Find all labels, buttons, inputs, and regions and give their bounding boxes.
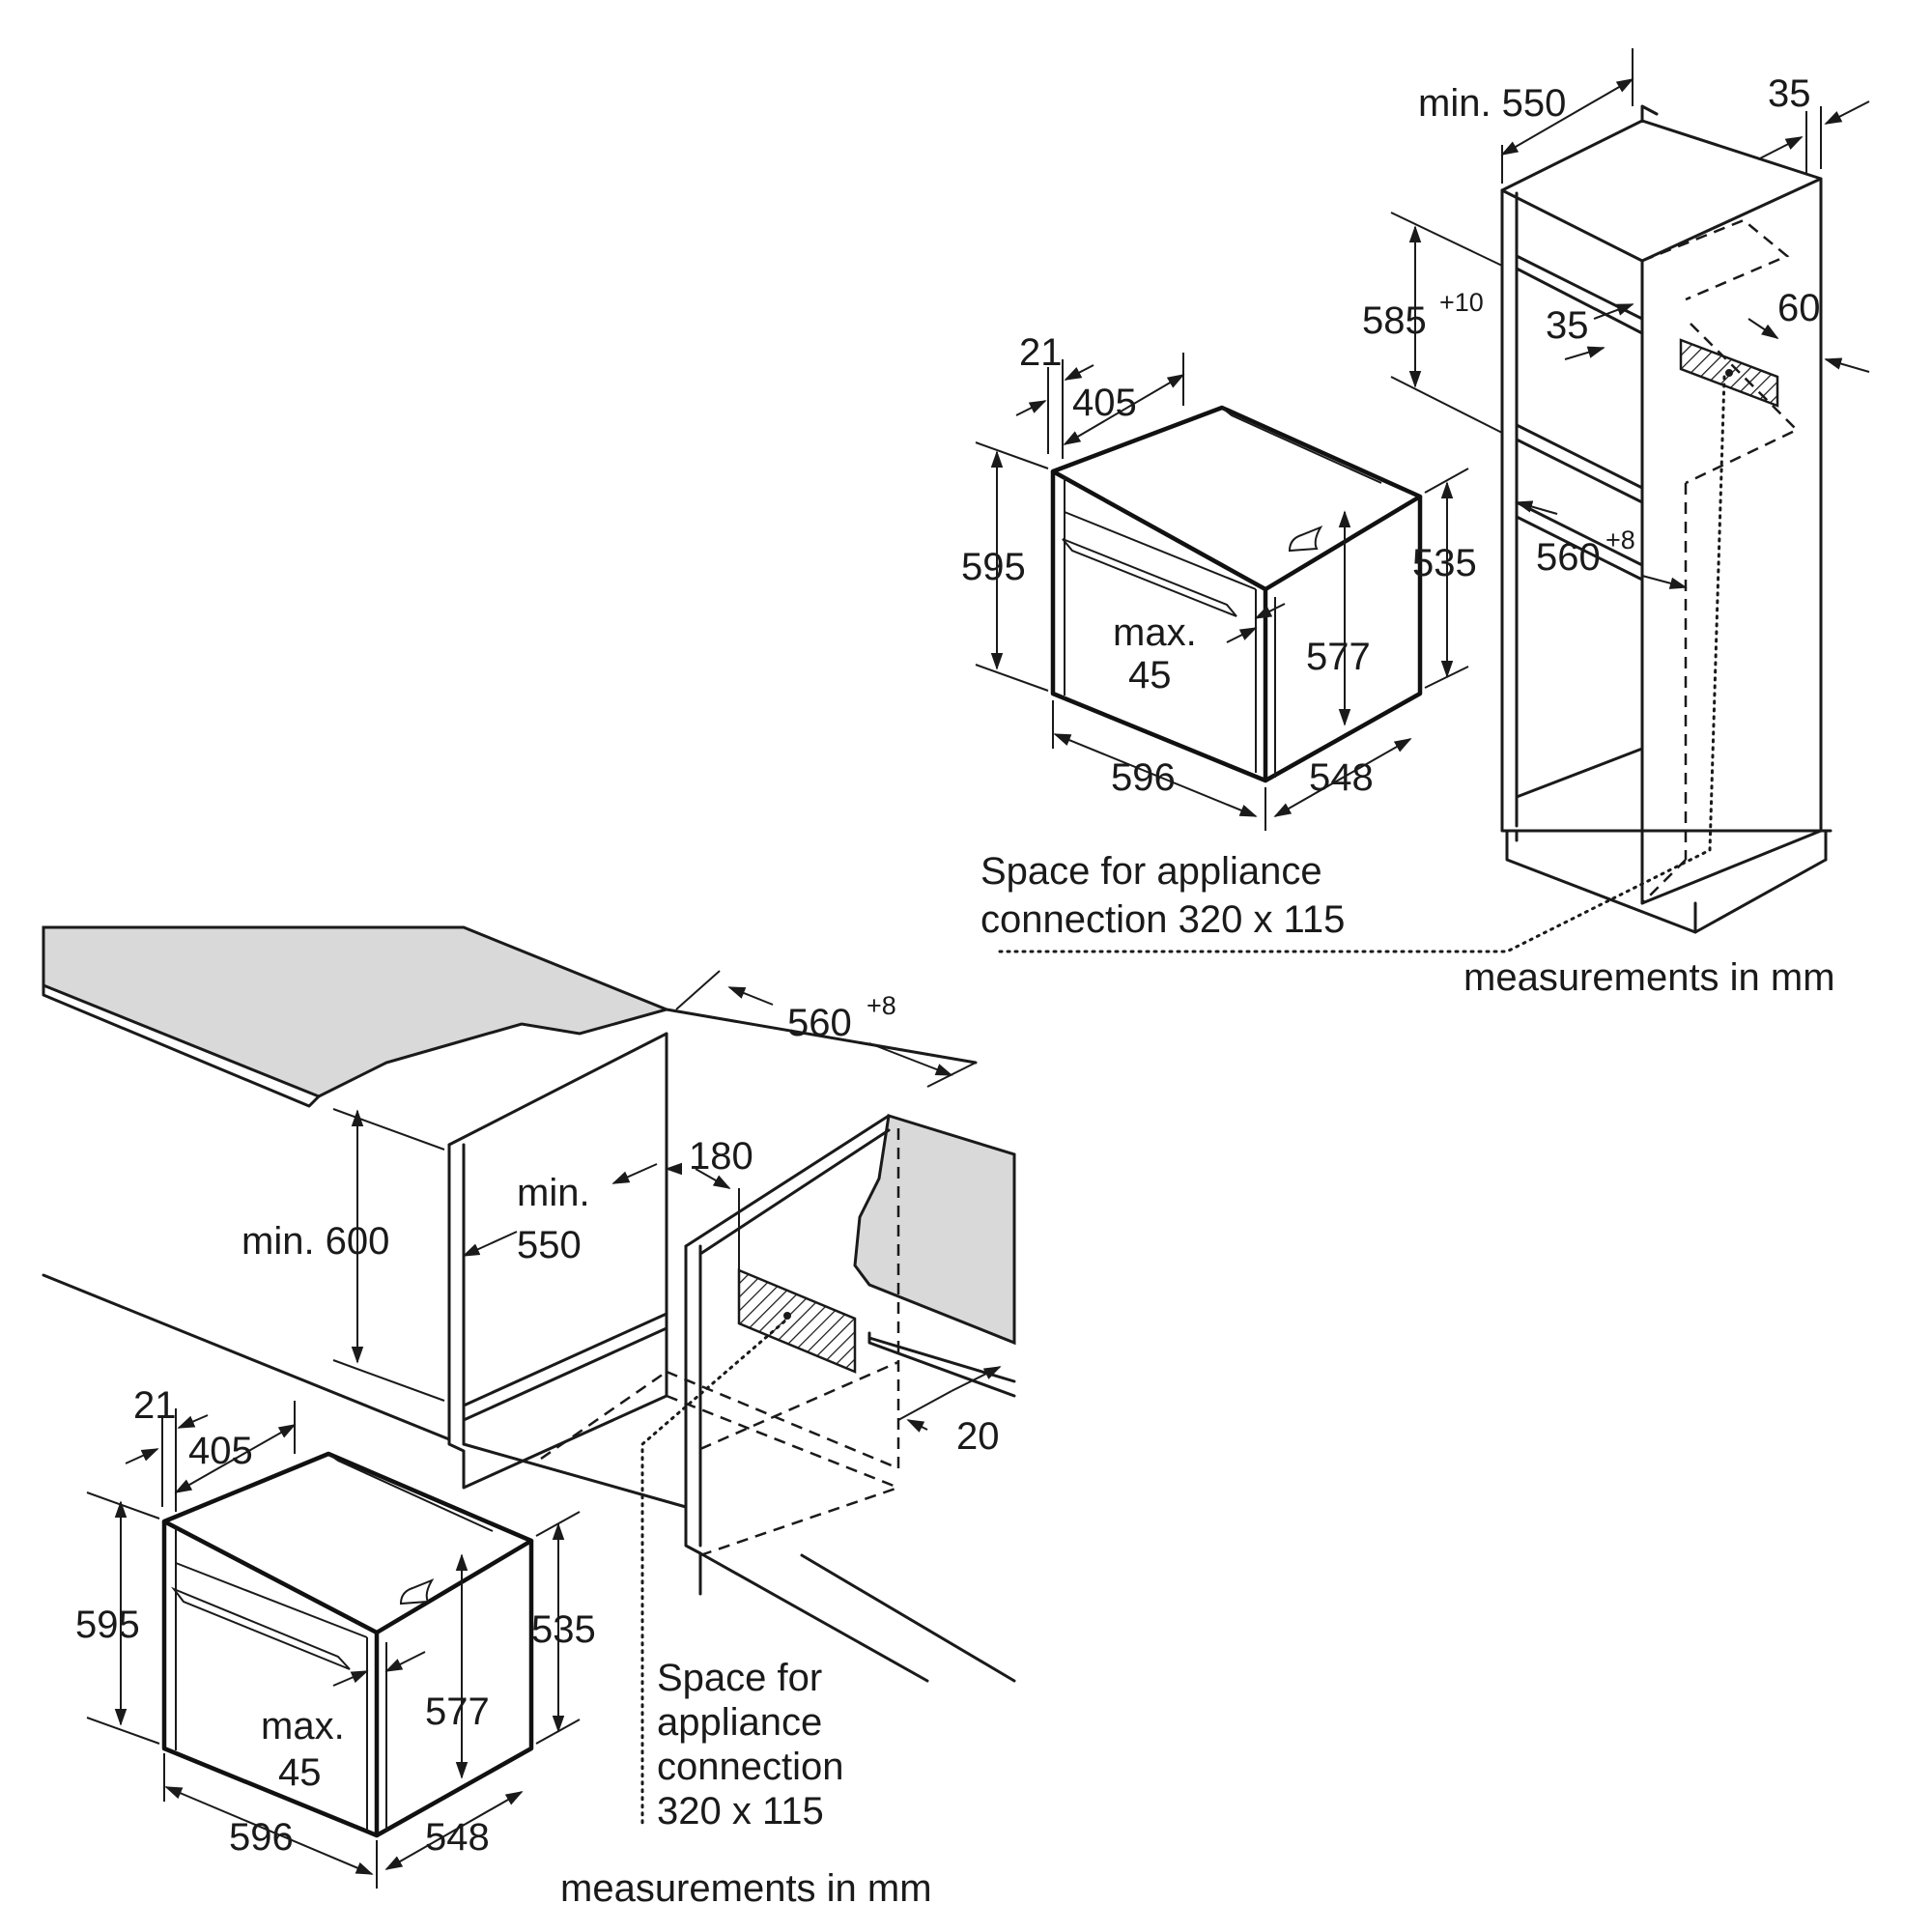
bottom-oven-max-label: max. [261, 1705, 345, 1747]
bottom-oven-door-label: 21 [133, 1384, 177, 1427]
counter-connection-label-line-4: 320 x 115 [657, 1790, 824, 1833]
counter-min-depth-value: 550 [517, 1224, 582, 1266]
bottom-oven-width-label: 596 [229, 1816, 294, 1859]
tall-niche-width-tolerance: +8 [1605, 526, 1635, 554]
counter-cabinet-dimensions [332, 970, 1002, 1433]
top-oven-dimensions [975, 353, 1469, 831]
top-oven-door-label: 21 [1019, 331, 1063, 374]
tall-niche-height-tolerance: +10 [1439, 288, 1484, 317]
counter-niche-width-tolerance: +8 [867, 991, 896, 1020]
tall-back-gap-label: 60 [1777, 287, 1821, 329]
bottom-oven [161, 1451, 534, 1838]
tall-niche-depth-label: min. 550 [1418, 82, 1566, 125]
tall-connection-label-line-1: Space for appliance [980, 850, 1322, 893]
bottom-oven-inner-height-label: 577 [425, 1690, 490, 1733]
tall-side-panel-label: 35 [1768, 72, 1811, 115]
counter-cutout-label: 180 [689, 1135, 753, 1178]
counter-cabinet-labels: 560 +8 min. 600 min. 550 180 20 Space fo… [242, 991, 1000, 1910]
bottom-oven-labels: 21 405 595 535 577 max. 45 596 548 [75, 1384, 596, 1859]
top-oven-width-label: 596 [1111, 756, 1176, 799]
top-oven-front-gap-label: 405 [1072, 382, 1137, 424]
counter-cabinet [42, 925, 1016, 1828]
top-oven-body-height-label: 535 [1412, 542, 1477, 584]
tall-cabinet [993, 104, 1833, 953]
counter-niche-width-label: 560 [787, 1002, 852, 1044]
tall-niche-width-label: 560 [1536, 536, 1601, 579]
bottom-oven-body-height-label: 535 [531, 1608, 596, 1651]
bottom-oven-dimensions [86, 1401, 581, 1889]
top-oven [1050, 405, 1423, 783]
top-oven-max-label: max. [1113, 611, 1197, 654]
top-oven-labels: 21 405 595 535 577 max. 45 596 548 [961, 331, 1477, 799]
tall-units-label: measurements in mm [1463, 956, 1835, 999]
tall-connection-label-line-2: connection 320 x 115 [980, 898, 1345, 941]
bottom-oven-height-label: 595 [75, 1604, 140, 1646]
top-oven-height-label: 595 [961, 546, 1026, 588]
tall-niche-height-label: 585 [1362, 299, 1427, 342]
tall-cabinet-dimensions [1390, 48, 1870, 589]
counter-connection-label-line-2: appliance [657, 1701, 822, 1744]
counter-min-height-label: min. 600 [242, 1220, 389, 1263]
tall-vent-gap-label: 35 [1546, 304, 1589, 347]
top-oven-max-value: 45 [1128, 654, 1172, 696]
bottom-oven-max-value: 45 [278, 1751, 322, 1794]
top-oven-depth-label: 548 [1309, 756, 1374, 799]
counter-back-gap-label: 20 [956, 1415, 1000, 1458]
counter-min-depth-label: min. [517, 1172, 590, 1214]
top-oven-inner-height-label: 577 [1306, 636, 1371, 678]
counter-connection-label-line-3: connection [657, 1746, 843, 1788]
bottom-oven-depth-label: 548 [425, 1816, 490, 1859]
bottom-oven-front-gap-label: 405 [188, 1430, 253, 1472]
counter-units-label: measurements in mm [560, 1867, 932, 1910]
tall-cabinet-labels: min. 550 35 585 +10 35 60 560 +8 Space f… [980, 72, 1835, 999]
counter-connection-label-line-1: Space for [657, 1657, 822, 1699]
